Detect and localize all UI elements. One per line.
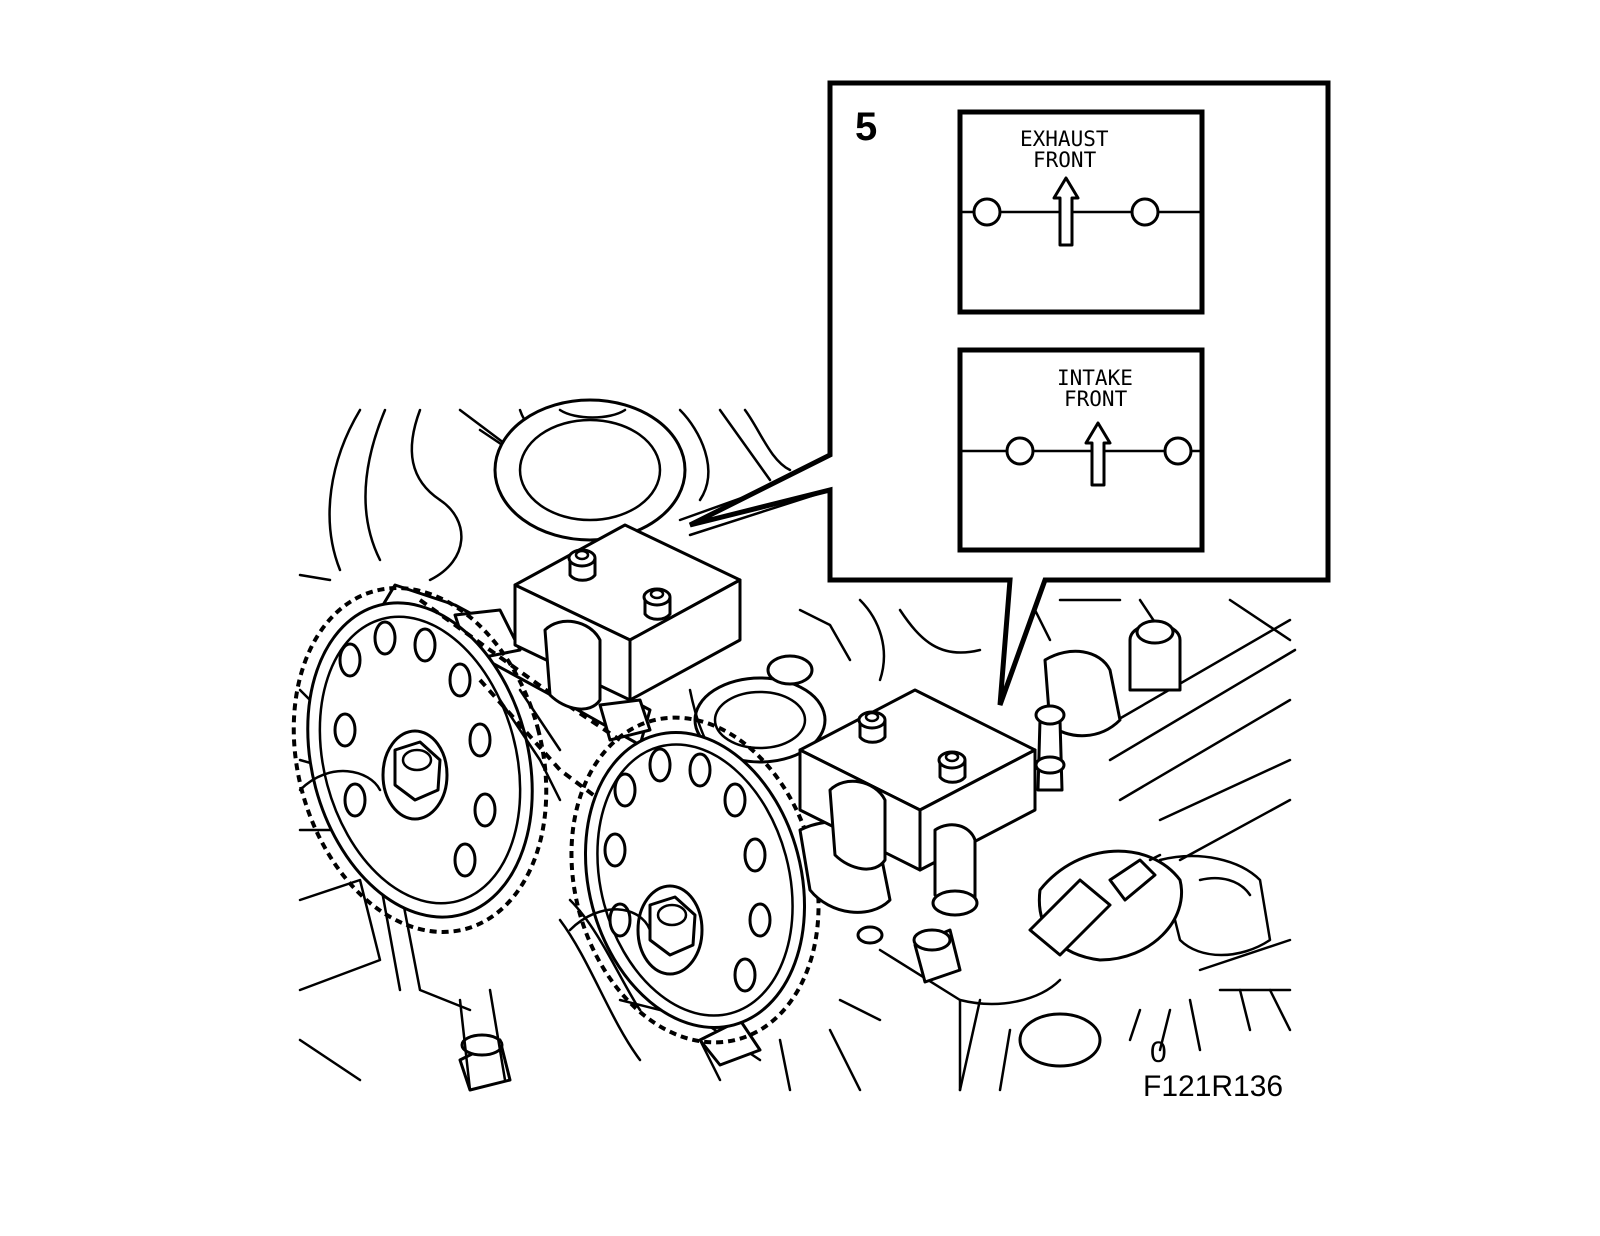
intake-label: INTAKE — [1057, 366, 1133, 390]
sprocket-holes-right — [603, 747, 772, 993]
alignment-hole-icon — [1130, 197, 1160, 227]
alignment-hole-icon — [972, 197, 1002, 227]
intake-front-label: FRONT — [1064, 387, 1128, 411]
step-number: 5 — [855, 105, 877, 149]
up-arrow-icon — [1052, 176, 1080, 247]
exhaust-label: EXHAUST — [1020, 127, 1109, 151]
bolt-icon — [567, 548, 597, 582]
bolt-icon — [642, 587, 672, 621]
bolt-icon — [857, 710, 887, 744]
intake-camshaft-panel: INTAKE FRONT — [957, 347, 1205, 553]
engine-background — [298, 398, 1297, 1092]
timing-chain-assembly — [291, 583, 821, 1045]
alignment-hole-icon — [1005, 436, 1035, 466]
camshaft-tool-exhaust — [513, 523, 742, 711]
orientation-mark: 0 — [1150, 1036, 1167, 1069]
bolt-icon — [937, 750, 967, 784]
detail-callout: 5 EXHAUST FRONT INTAKE FRONT — [688, 80, 1331, 706]
figure-code-group: 0 F121R136 — [1143, 1036, 1283, 1103]
exhaust-front-label: FRONT — [1033, 148, 1097, 172]
exhaust-camshaft-panel: EXHAUST FRONT — [957, 109, 1205, 315]
up-arrow-icon — [1084, 421, 1112, 487]
camshaft-tool-intake — [798, 688, 1183, 984]
sprocket-holes-left — [333, 620, 497, 878]
figure-code: F121R136 — [1143, 1070, 1283, 1103]
alignment-hole-icon — [1163, 436, 1193, 466]
